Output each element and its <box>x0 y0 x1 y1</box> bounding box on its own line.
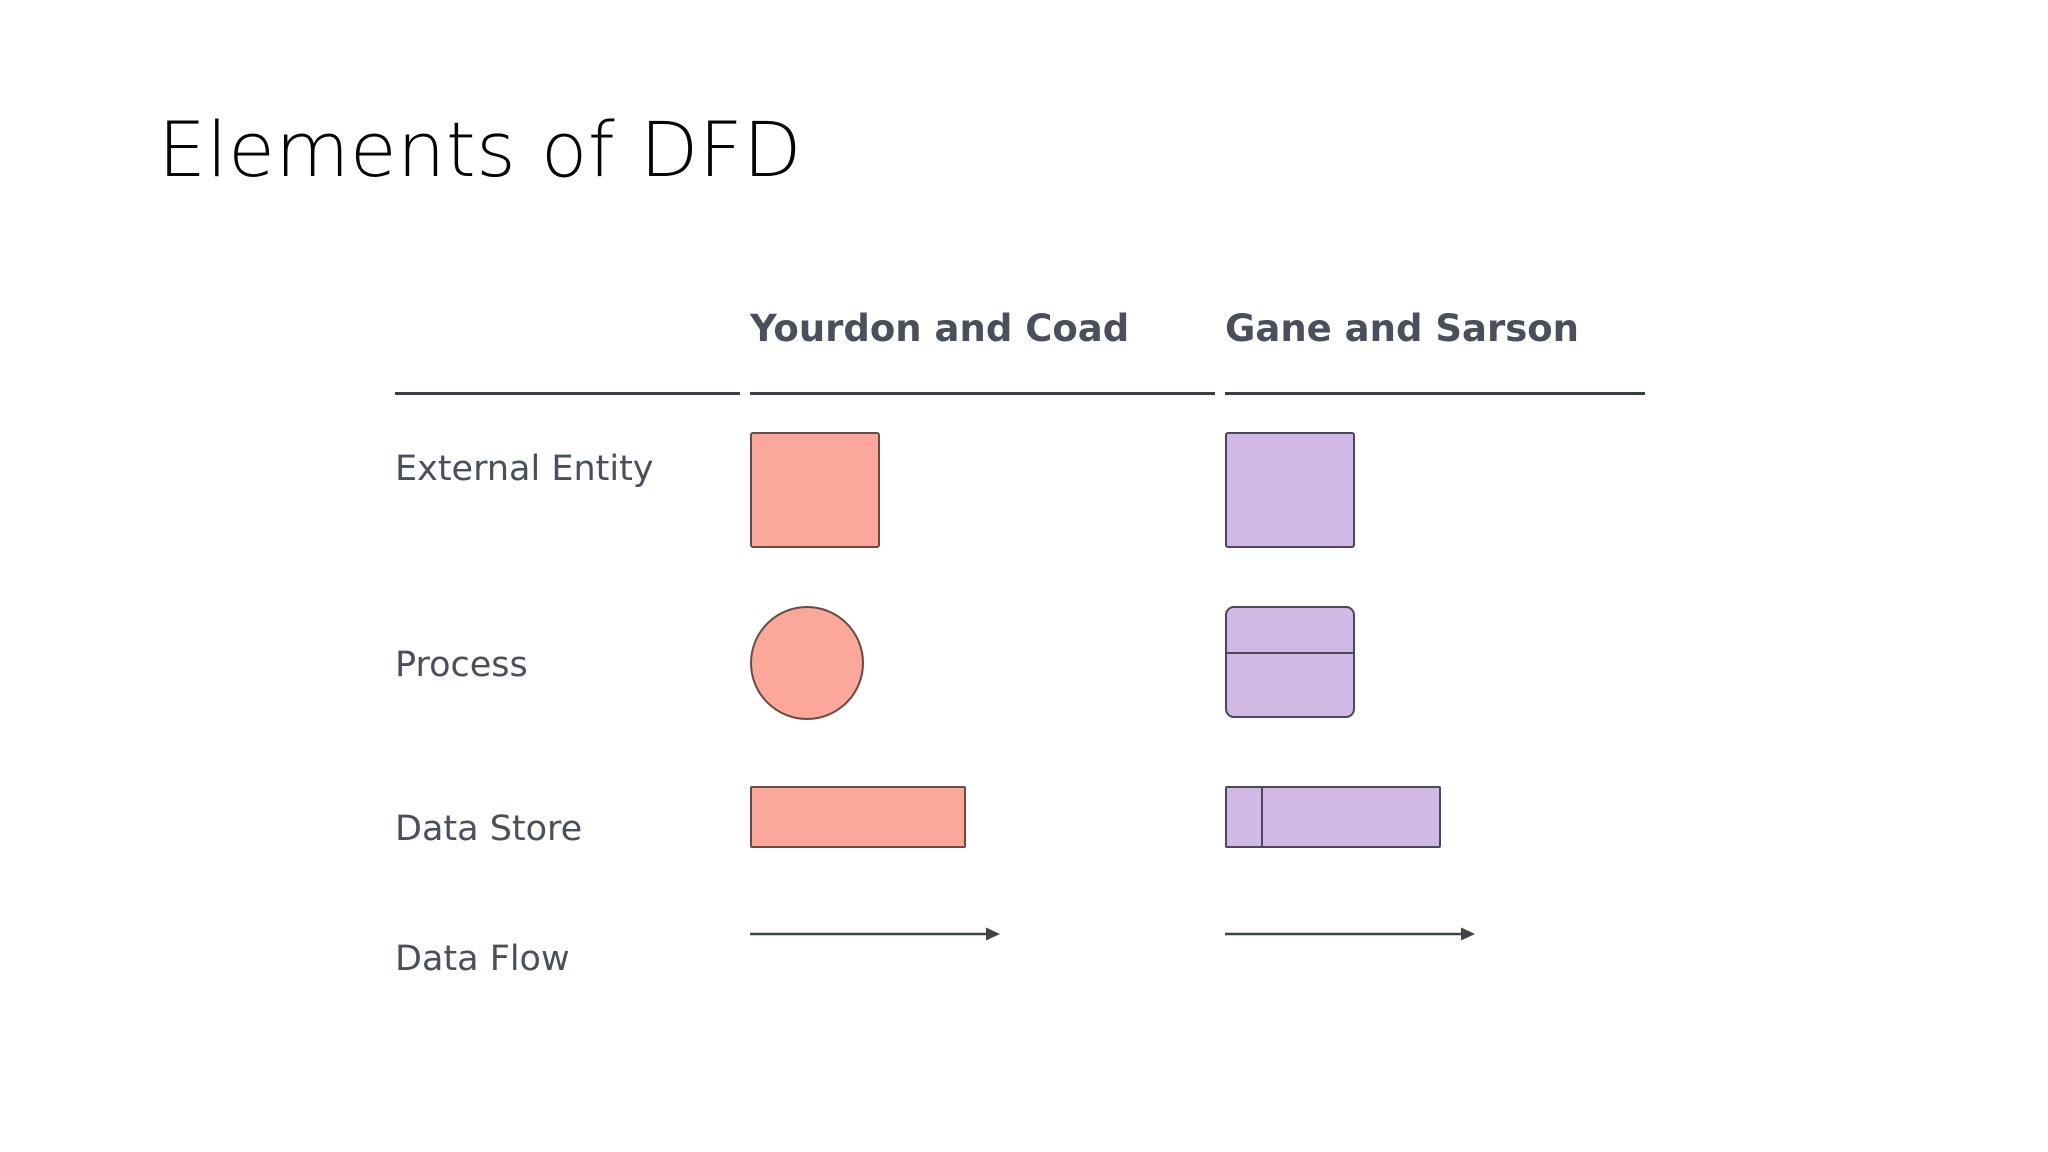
cell-process-gane <box>1225 600 1645 750</box>
cell-external-entity-yourdon <box>750 428 1215 578</box>
column-header-gane: Gane and Sarson <box>1225 307 1579 350</box>
header-rule-gane-column <box>1225 392 1645 395</box>
table-row: External Entity <box>395 428 1645 578</box>
row-label-data-flow: Data Flow <box>395 939 570 979</box>
row-label-external-entity: External Entity <box>395 449 654 489</box>
process-circle-shape <box>750 606 864 720</box>
row-label-process: Process <box>395 645 528 685</box>
page-title: Elements of DFD <box>158 105 803 194</box>
table-row: Data Store <box>395 772 1645 902</box>
cell-data-store-yourdon <box>750 772 1215 902</box>
process-divider-line <box>1225 652 1355 654</box>
external-entity-rectangle-shape <box>750 432 880 548</box>
table-row: Data Flow <box>395 910 1645 1020</box>
comparison-table: Yourdon and Coad Gane and Sarson Externa… <box>395 307 1645 1010</box>
header-rule-yourdon-column <box>750 392 1215 395</box>
cell-data-flow-gane <box>1225 910 1645 1020</box>
cell-process-yourdon <box>750 600 1215 750</box>
data-flow-arrow-icon <box>750 922 1000 946</box>
cell-data-flow-yourdon <box>750 910 1215 1020</box>
data-flow-arrow-icon <box>1225 922 1475 946</box>
process-rounded-rectangle-shape <box>1225 606 1355 718</box>
cell-data-store-gane <box>1225 772 1645 902</box>
column-header-yourdon: Yourdon and Coad <box>750 307 1130 350</box>
cell-external-entity-gane <box>1225 428 1645 578</box>
row-label-data-store: Data Store <box>395 809 583 849</box>
data-store-rectangle-shape <box>750 786 966 848</box>
table-header-row: Yourdon and Coad Gane and Sarson <box>395 307 1645 382</box>
data-store-rectangle-shape <box>1225 786 1441 848</box>
table-row: Process <box>395 600 1645 750</box>
external-entity-rectangle-shape <box>1225 432 1355 548</box>
header-rule-label-column <box>395 392 740 395</box>
data-store-divider-line <box>1261 786 1263 848</box>
